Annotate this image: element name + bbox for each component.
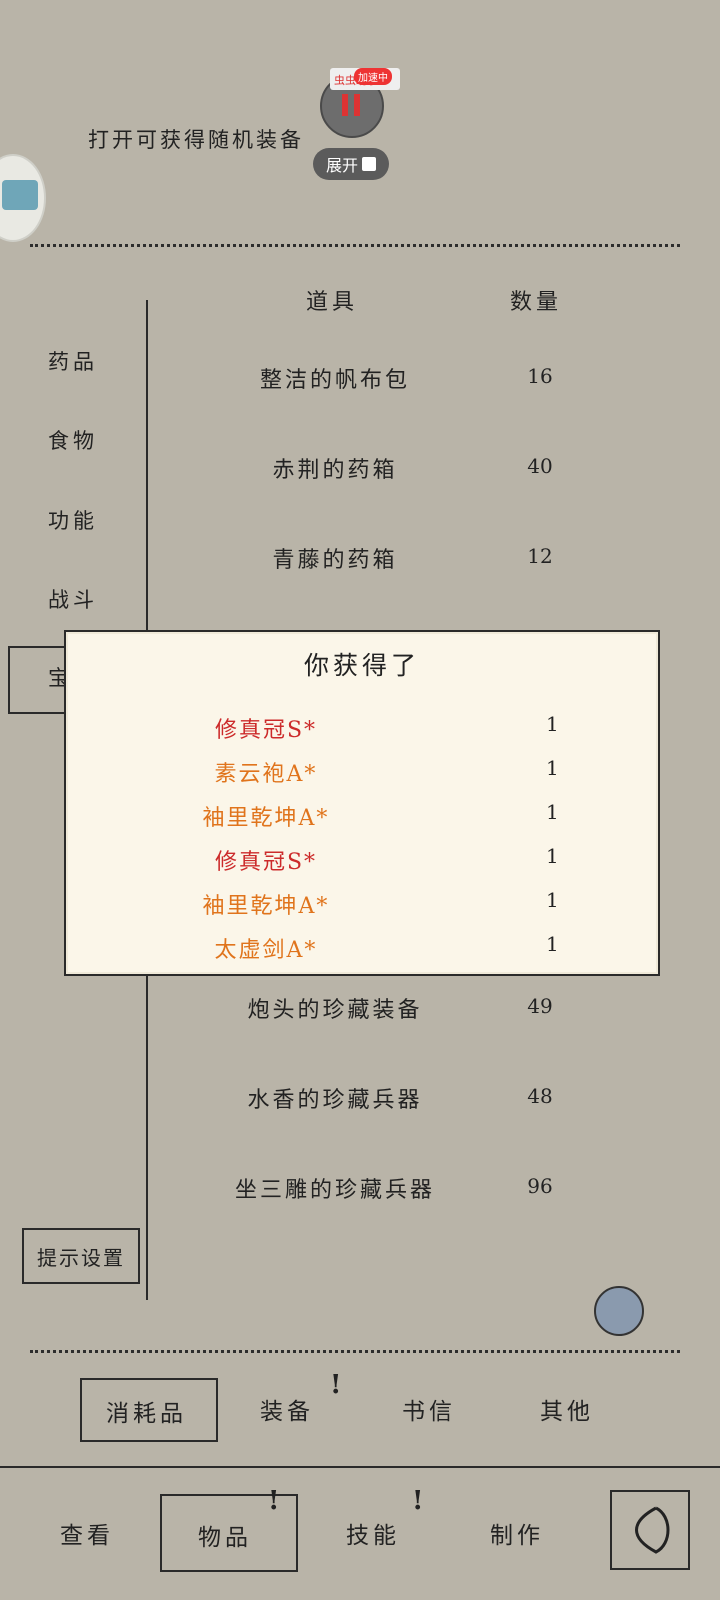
table-row-qty: 40 xyxy=(527,454,553,478)
reward-qty: 1 xyxy=(546,756,559,780)
expand-icon xyxy=(362,157,376,171)
category-medicine[interactable]: 药品 xyxy=(48,350,98,374)
reward-name: 袖里乾坤A* xyxy=(202,894,330,919)
reward-name: 素云袍A* xyxy=(214,762,318,787)
nav-view[interactable]: 查看 xyxy=(60,1523,114,1549)
tip-settings-button[interactable]: 提示设置 xyxy=(22,1228,140,1284)
subtab-equipment[interactable]: 装备 xyxy=(260,1399,314,1425)
reward-name: 袖里乾坤A* xyxy=(202,806,330,831)
popup-title: 你获得了 xyxy=(303,651,420,680)
category-treasure-label: 宝 xyxy=(48,666,69,690)
subtab-consumables-label: 消耗品 xyxy=(106,1401,187,1427)
item-hint-text: 打开可获得随机装备 xyxy=(88,128,304,152)
reward-name: 修真冠S* xyxy=(214,718,318,743)
column-header-qty: 数量 xyxy=(510,290,563,315)
back-button[interactable] xyxy=(610,1490,690,1570)
reward-name: 太虚剑A* xyxy=(214,938,318,963)
expand-label: 展开 xyxy=(325,156,358,175)
new-alert-icon: ! xyxy=(330,1370,342,1400)
new-alert-icon: ! xyxy=(412,1486,424,1516)
reward-qty: 1 xyxy=(546,712,559,736)
table-row-name[interactable]: 坐三雕的珍藏兵器 xyxy=(234,1178,435,1203)
table-row-qty: 49 xyxy=(527,994,553,1018)
bottom-divider xyxy=(30,1350,680,1353)
app-logo-icon xyxy=(2,180,38,210)
nav-skills[interactable]: 技能 xyxy=(346,1523,400,1549)
column-header-item: 道具 xyxy=(306,290,359,315)
subtab-other[interactable]: 其他 xyxy=(540,1399,594,1425)
category-function[interactable]: 功能 xyxy=(48,509,98,533)
table-row-name[interactable]: 水香的珍藏兵器 xyxy=(247,1088,423,1113)
table-row-name[interactable]: 赤荆的药箱 xyxy=(272,458,398,483)
subtab-consumables-selected[interactable]: 消耗品 xyxy=(80,1378,218,1442)
reward-qty: 1 xyxy=(546,932,559,956)
pause-icon xyxy=(342,94,348,116)
table-row-qty: 48 xyxy=(527,1084,553,1108)
badge-status: 加速中 xyxy=(354,68,392,85)
pause-icon-bar xyxy=(354,94,360,116)
bag-icon[interactable] xyxy=(594,1286,644,1336)
reward-qty: 1 xyxy=(546,888,559,912)
table-row-qty: 16 xyxy=(527,364,553,388)
new-alert-icon: ! xyxy=(268,1486,280,1516)
nav-items-label: 物品 xyxy=(198,1525,252,1551)
table-row-name[interactable]: 炮头的珍藏装备 xyxy=(247,998,423,1023)
table-row-qty: 12 xyxy=(527,544,553,568)
category-food[interactable]: 食物 xyxy=(48,429,98,453)
nav-divider xyxy=(0,1466,720,1468)
table-row-name[interactable]: 整洁的帆布包 xyxy=(259,368,410,393)
nav-craft[interactable]: 制作 xyxy=(490,1523,544,1549)
speedup-badge: 虫虫助手 加速中 xyxy=(330,68,400,90)
subtab-letters[interactable]: 书信 xyxy=(402,1399,456,1425)
back-arrow-icon xyxy=(635,1506,670,1554)
table-row-qty: 96 xyxy=(527,1174,553,1198)
reward-popup[interactable]: 你获得了 修真冠S* 1 素云袍A* 1 袖里乾坤A* 1 修真冠S* 1 袖里… xyxy=(64,630,660,976)
table-row-name[interactable]: 青藤的药箱 xyxy=(272,548,398,573)
expand-button[interactable]: 展开 xyxy=(313,148,389,180)
top-divider xyxy=(30,244,680,247)
reward-qty: 1 xyxy=(546,800,559,824)
reward-qty: 1 xyxy=(546,844,559,868)
reward-name: 修真冠S* xyxy=(214,850,318,875)
side-float-button[interactable] xyxy=(0,154,46,242)
nav-items-selected[interactable]: 物品 xyxy=(160,1494,298,1572)
category-combat[interactable]: 战斗 xyxy=(48,588,98,612)
